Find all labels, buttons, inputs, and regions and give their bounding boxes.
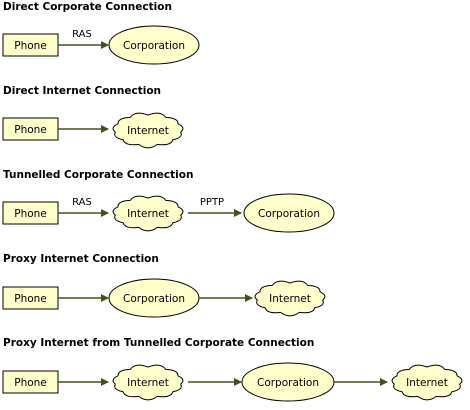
cloud-shape [112, 195, 184, 232]
svg-text:Internet: Internet [127, 208, 169, 220]
svg-text:Phone: Phone [14, 40, 47, 52]
cloud-shape [391, 364, 463, 401]
section-proxy-internet: Proxy Internet Connection Phone Corporat… [2, 253, 326, 318]
section-title: Proxy Internet Connection [3, 253, 159, 265]
svg-text:Phone: Phone [14, 124, 47, 136]
phone-node: Phone [2, 201, 59, 225]
section-direct-internet: Direct Internet Connection Phone Interne… [2, 85, 184, 149]
section-title: Proxy Internet from Tunnelled Corporate … [3, 337, 314, 349]
phone-node: Phone [2, 286, 59, 310]
svg-text:Corporation: Corporation [258, 208, 320, 220]
svg-text:Corporation: Corporation [257, 377, 319, 389]
phone-node: Phone [2, 33, 59, 57]
svg-text:Internet: Internet [406, 377, 448, 389]
corporation-node: Corporation [243, 193, 335, 233]
internet-cloud-node: Internet [254, 280, 326, 317]
internet-cloud-node: Internet [112, 112, 184, 149]
svg-text:Phone: Phone [14, 208, 47, 220]
section-title: Direct Corporate Connection [3, 1, 172, 13]
section-title: Tunnelled Corporate Connection [3, 169, 193, 181]
section-direct-corporate: Direct Corporate Connection Phone RAS Co… [2, 1, 200, 65]
phone-node: Phone [2, 117, 59, 141]
svg-text:Phone: Phone [14, 293, 47, 305]
internet-cloud-node: Internet [112, 195, 184, 232]
section-proxy-internet-tunnelled: Proxy Internet from Tunnelled Corporate … [2, 337, 463, 402]
corporation-node: Corporation [108, 278, 200, 318]
svg-text:Internet: Internet [269, 293, 311, 305]
phone-node: Phone [2, 370, 59, 394]
cloud-shape [112, 364, 184, 401]
svg-text:Corporation: Corporation [123, 40, 185, 52]
svg-text:Corporation: Corporation [123, 293, 185, 305]
svg-text:Internet: Internet [127, 125, 169, 137]
svg-text:Phone: Phone [14, 377, 47, 389]
internet-cloud-node: Internet [112, 364, 184, 401]
corporation-node: Corporation [108, 25, 200, 65]
edge-label-pptp: PPTP [200, 197, 224, 208]
corporation-node: Corporation [241, 362, 335, 402]
edge-label-ras: RAS [72, 29, 92, 40]
svg-text:Internet: Internet [127, 377, 169, 389]
section-tunnelled-corporate: Tunnelled Corporate Connection Phone RAS… [2, 169, 335, 233]
cloud-shape [112, 112, 184, 149]
section-title: Direct Internet Connection [3, 85, 161, 97]
edge-label-ras: RAS [72, 197, 92, 208]
internet-cloud-node: Internet [391, 364, 463, 401]
cloud-shape [254, 280, 326, 317]
